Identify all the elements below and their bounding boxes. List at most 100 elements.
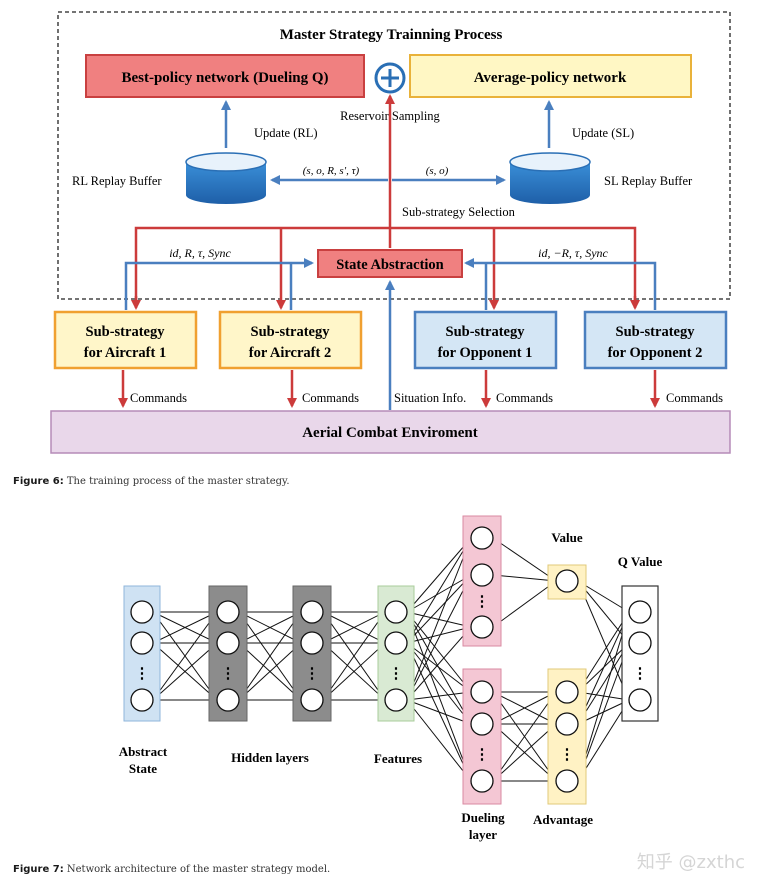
figure-7-network-diagram: ⋮⋮⋮⋮⋮⋮⋮⋮ Abstract State Hidden layers Fe… <box>119 515 663 842</box>
network-edge <box>406 642 472 693</box>
network-edge <box>406 574 472 701</box>
q-value-node <box>628 688 652 712</box>
dueling-layer-label-2: layer <box>469 827 497 842</box>
network-edge <box>322 642 386 701</box>
network-edge <box>152 642 218 701</box>
aerial-combat-environment-box <box>50 410 731 454</box>
hidden-1-node <box>216 631 240 655</box>
update-sl-label: Update (SL) <box>572 126 634 140</box>
network-connections <box>152 537 630 782</box>
network-edge <box>238 611 302 644</box>
dueling-bottom-ellipsis: ⋮ <box>475 747 490 763</box>
sub-strategy-opponent-2-line1: Sub-strategy <box>616 324 696 340</box>
abstract-state-ellipsis: ⋮ <box>135 666 150 682</box>
hidden-2-ellipsis: ⋮ <box>305 666 320 682</box>
advantage-node <box>555 680 579 704</box>
advantage-node <box>555 712 579 736</box>
hidden-2-node <box>300 631 324 655</box>
sub-strategy-opponent-1-line1: Sub-strategy <box>446 324 526 340</box>
q-value-node <box>628 600 652 624</box>
sub-strategy-opponent-2-line2: for Opponent 2 <box>608 345 703 361</box>
sl-replay-buffer-icon <box>509 152 591 204</box>
features-node <box>384 600 408 624</box>
network-edge <box>322 611 386 701</box>
hidden-1-node <box>216 600 240 624</box>
network-edge <box>492 580 557 628</box>
value-label: Value <box>551 530 583 545</box>
figure-6-caption-label: Figure 6: <box>13 476 64 487</box>
master-strategy-frame <box>57 11 731 300</box>
value-node <box>555 569 579 593</box>
hidden-2-node <box>300 688 324 712</box>
network-edge <box>238 642 302 701</box>
dueling-top-ellipsis: ⋮ <box>475 594 490 610</box>
network-nodes: ⋮⋮⋮⋮⋮⋮⋮⋮ <box>130 526 652 793</box>
q-value-node <box>628 631 652 655</box>
sub-strategy-aircraft-2-line2: for Aircraft 2 <box>249 345 331 361</box>
state-abstraction-label: State Abstraction <box>336 257 444 273</box>
network-edge <box>406 691 472 701</box>
sub-strategy-aircraft-1-line1: Sub-strategy <box>86 324 166 340</box>
network-edge <box>406 537 472 701</box>
network-edge <box>492 691 557 782</box>
sub-strategy-aircraft-1-line2: for Aircraft 1 <box>84 345 166 361</box>
figure-7-caption-text: Network architecture of the master strat… <box>66 864 331 875</box>
sub-strategy-opponent-1-line2: for Opponent 1 <box>438 345 533 361</box>
abstract-state-node <box>130 631 154 655</box>
q-value-label: Q Value <box>618 554 663 569</box>
network-edge <box>406 537 472 613</box>
abstract-state-node <box>130 600 154 624</box>
rl-replay-buffer-label: RL Replay Buffer <box>72 174 162 188</box>
dueling-bottom-node <box>470 680 494 704</box>
hidden-1-ellipsis: ⋮ <box>221 666 236 682</box>
figure-7-caption: Figure 7: Network architecture of the ma… <box>13 864 330 875</box>
sub-strategy-aircraft-1-box <box>53 310 198 370</box>
network-edge <box>406 611 472 693</box>
advantage-label: Advantage <box>533 812 593 827</box>
network-edge <box>492 574 557 582</box>
abstract-state-label-1: Abstract <box>119 744 168 759</box>
network-edge <box>492 537 557 582</box>
rl-replay-buffer-icon <box>185 152 267 204</box>
commands-label-3: Commands <box>496 391 553 405</box>
features-node <box>384 631 408 655</box>
network-edge <box>238 611 302 701</box>
abstract-state-node <box>130 688 154 712</box>
aerial-combat-environment-label: Aerial Combat Enviroment <box>302 425 478 441</box>
dueling-top-node <box>470 615 494 639</box>
figure-6-caption: Figure 6: The training process of the ma… <box>13 476 290 487</box>
network-edge <box>492 723 557 782</box>
average-policy-network-box <box>409 54 692 98</box>
network-edge <box>322 611 386 644</box>
dueling-top-node <box>470 563 494 587</box>
sub-strategy-aircraft-2-box <box>218 310 363 370</box>
hidden-1-node <box>216 688 240 712</box>
state-abstraction-box <box>317 249 463 278</box>
commands-label-4: Commands <box>666 391 723 405</box>
network-edge <box>577 580 630 701</box>
features-ellipsis: ⋮ <box>389 666 404 682</box>
hidden-layers-label: Hidden layers <box>231 750 309 765</box>
network-edge <box>406 699 472 782</box>
features-label: Features <box>374 751 422 766</box>
sl-tuple-label: (s, o) <box>426 165 449 177</box>
hidden-2-node <box>300 600 324 624</box>
network-edge <box>152 611 218 701</box>
best-policy-network-box <box>85 54 365 98</box>
sub-strategy-opponent-1-box <box>413 310 558 370</box>
figure-6-caption-text: The training process of the master strat… <box>66 476 290 487</box>
sub-strategy-opponent-2-box <box>583 310 728 370</box>
watermark: 知乎 @zxthc <box>636 852 745 873</box>
situation-info-label: Situation Info. <box>394 391 466 405</box>
network-edge <box>406 574 472 613</box>
dueling-bottom-node <box>470 769 494 793</box>
network-edge <box>492 691 557 725</box>
best-policy-network-label: Best-policy network (Dueling Q) <box>121 70 328 86</box>
average-policy-network-label: Average-policy network <box>474 70 627 86</box>
commands-label-1: Commands <box>130 391 187 405</box>
network-edge <box>152 611 218 644</box>
right-signal-label: id, −R, τ, Sync <box>538 246 608 260</box>
advantage-ellipsis: ⋮ <box>560 747 575 763</box>
network-edge <box>406 642 472 725</box>
update-rl-label: Update (RL) <box>254 126 318 140</box>
